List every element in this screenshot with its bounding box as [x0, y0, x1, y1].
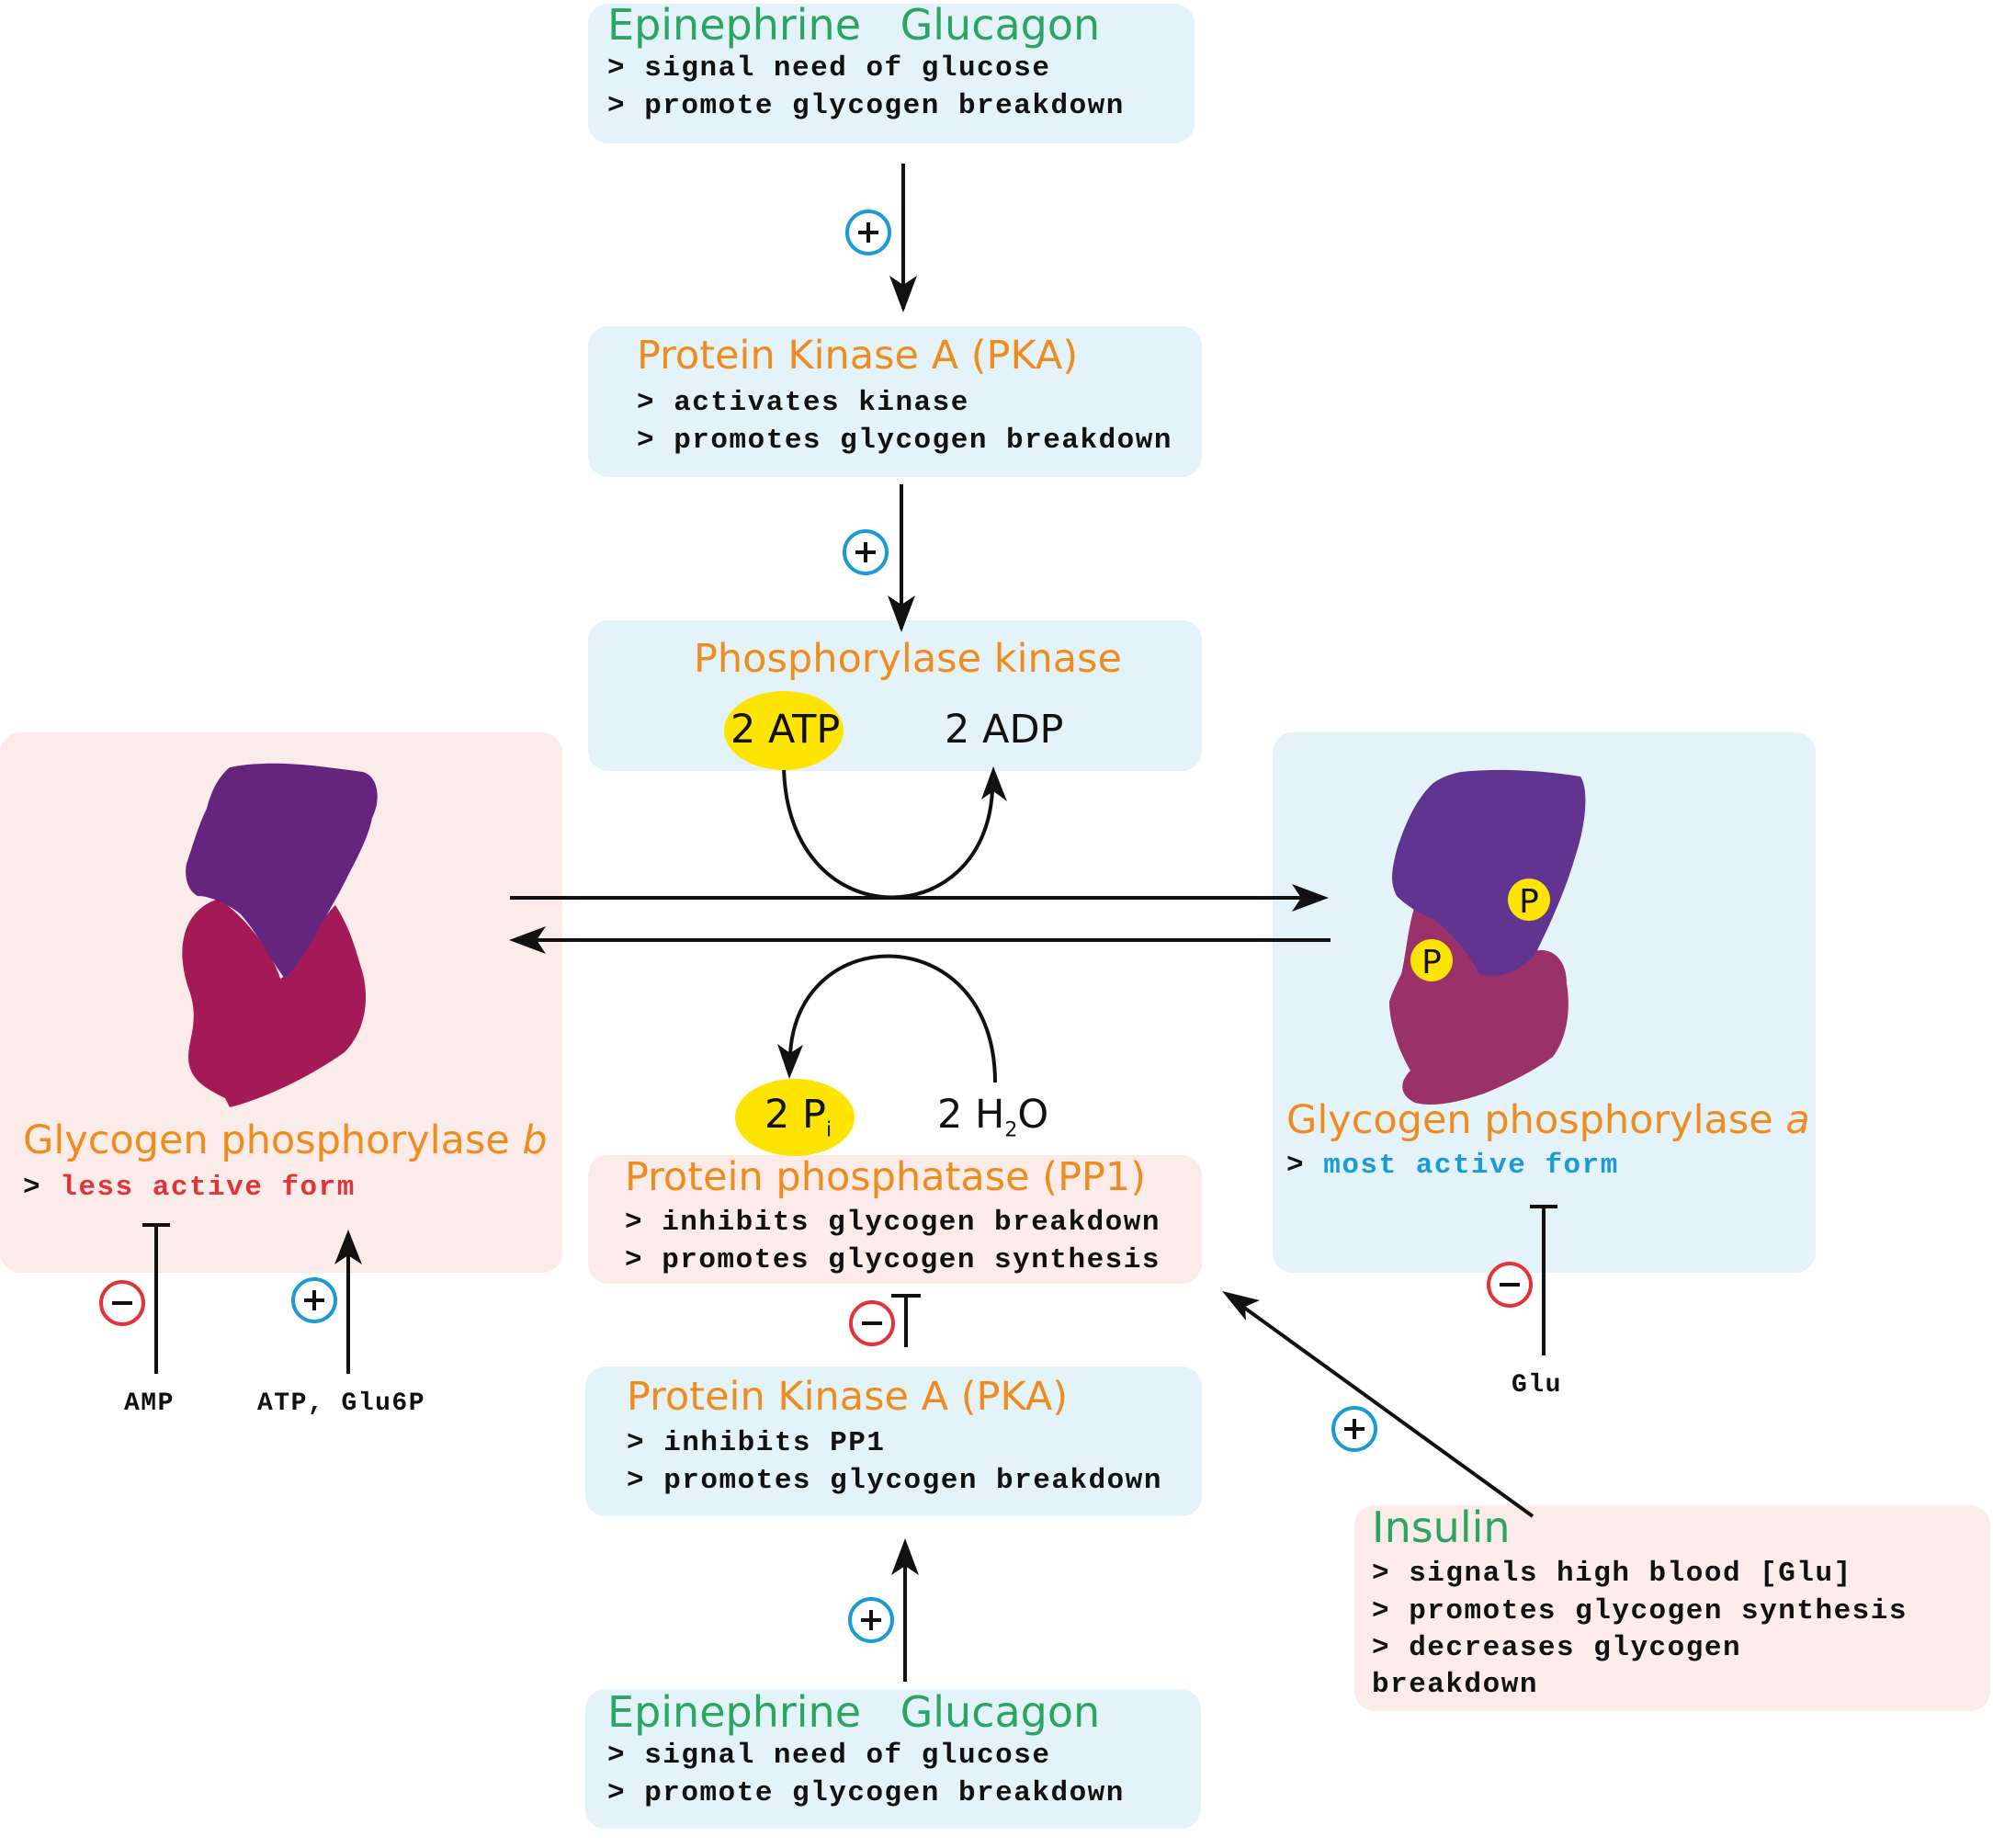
top-hormone-box [588, 4, 1195, 143]
atp-label: 2 ATP [730, 707, 841, 753]
inhibition-glu [1530, 1205, 1557, 1355]
hormone-desc-line: > promote glycogen breakdown [607, 1777, 1125, 1809]
curve-h2o-to-pi [777, 954, 997, 1083]
phosphate-badge [1508, 879, 1550, 921]
pka-title: Protein Kinase A (PKA) [627, 1374, 1069, 1420]
atp-ellipse [724, 691, 844, 770]
insulin-desc-line: > decreases glycogen [1372, 1632, 1742, 1664]
insulin-desc-line: breakdown [1372, 1669, 1538, 1701]
plus-sign [1331, 1406, 1377, 1452]
arrow-hormone-to-pka [889, 164, 917, 312]
phosphate-badge-label: P [1421, 944, 1442, 981]
glucagon-label: Glucagon [900, 1687, 1101, 1737]
arrow-hormone-to-pka-bottom [891, 1538, 919, 1682]
atp-glu6p-label: ATP, Glu6P [257, 1389, 426, 1418]
plus-sign [845, 210, 891, 255]
plus-sign [843, 529, 889, 575]
hormone-desc-line: > signal need of glucose [607, 52, 1051, 85]
insulin-box [1354, 1505, 1990, 1711]
glu-label: Glu [1512, 1371, 1562, 1400]
bottom-hormone-box [585, 1689, 1201, 1829]
epinephrine-label: Epinephrine [607, 0, 861, 50]
plus-sign [291, 1277, 337, 1323]
gp-b-desc: > less active form [23, 1172, 356, 1204]
arrow-pka-to-kinase [888, 484, 915, 632]
adp-label: 2 ADP [945, 707, 1064, 753]
plus-sign [848, 1597, 894, 1643]
inhibition-pka-to-pp1 [891, 1294, 921, 1347]
pka-desc-line: > inhibits PP1 [627, 1427, 886, 1459]
pka-desc-line: > promotes glycogen breakdown [637, 425, 1172, 457]
insulin-title: Insulin [1372, 1502, 1511, 1552]
pi-label: 2 Pi [764, 1092, 832, 1142]
pka-desc-line: > activates kinase [637, 387, 969, 419]
insulin-desc-line: > signals high blood [Glu] [1372, 1558, 1852, 1590]
phosphate-badge-label: P [1519, 883, 1539, 921]
pka-desc-line: > promotes glycogen breakdown [627, 1465, 1162, 1497]
arrow-insulin-to-pp1 [1222, 1291, 1534, 1518]
h2o-label: 2 H2O [937, 1092, 1049, 1142]
pi-ellipse [735, 1079, 855, 1156]
gp-a-desc: > most active form [1286, 1150, 1619, 1182]
hormone-desc-line: > promote glycogen breakdown [607, 90, 1125, 122]
pka-title: Protein Kinase A (PKA) [637, 333, 1079, 379]
glycogen-phosphorylase-b-shape [182, 763, 378, 1107]
pka-bottom-box [585, 1366, 1202, 1516]
phosphorylase-kinase-title: Phosphorylase kinase [694, 636, 1123, 682]
hormone-title: Epinephrine Glucagon [607, 1687, 1100, 1737]
gp-b-title: Glycogen phosphorylase b [23, 1117, 548, 1163]
pp1-title: Protein phosphatase (PP1) [625, 1154, 1147, 1200]
curve-atp-to-adp [782, 762, 1007, 900]
gp-a-title: Glycogen phosphorylase a [1286, 1097, 1810, 1143]
glucagon-label: Glucagon [900, 0, 1101, 50]
minus-sign [1487, 1262, 1533, 1308]
arrow-a-to-b [509, 926, 1331, 954]
phosphorylase-kinase-box [588, 620, 1202, 771]
pp1-box [588, 1155, 1202, 1284]
pp1-desc-line: > promotes glycogen synthesis [625, 1244, 1161, 1276]
arrow-atp-glu6p [334, 1230, 362, 1374]
arrow-b-to-a [510, 884, 1329, 912]
minus-sign [99, 1280, 145, 1326]
phosphate-badge [1410, 939, 1453, 981]
pp1-desc-line: > inhibits glycogen breakdown [625, 1207, 1161, 1239]
minus-sign [849, 1300, 895, 1346]
glycogen-phosphorylase-a-shape: P P [1389, 769, 1586, 1105]
inhibition-amp [142, 1223, 170, 1374]
epinephrine-label: Epinephrine [607, 1687, 861, 1737]
amp-label: AMP [124, 1389, 175, 1418]
hormone-title: Epinephrine Glucagon [607, 0, 1100, 50]
pka-top-box [588, 326, 1202, 477]
insulin-desc-line: > promotes glycogen synthesis [1372, 1595, 1908, 1627]
hormone-desc-line: > signal need of glucose [607, 1740, 1051, 1772]
